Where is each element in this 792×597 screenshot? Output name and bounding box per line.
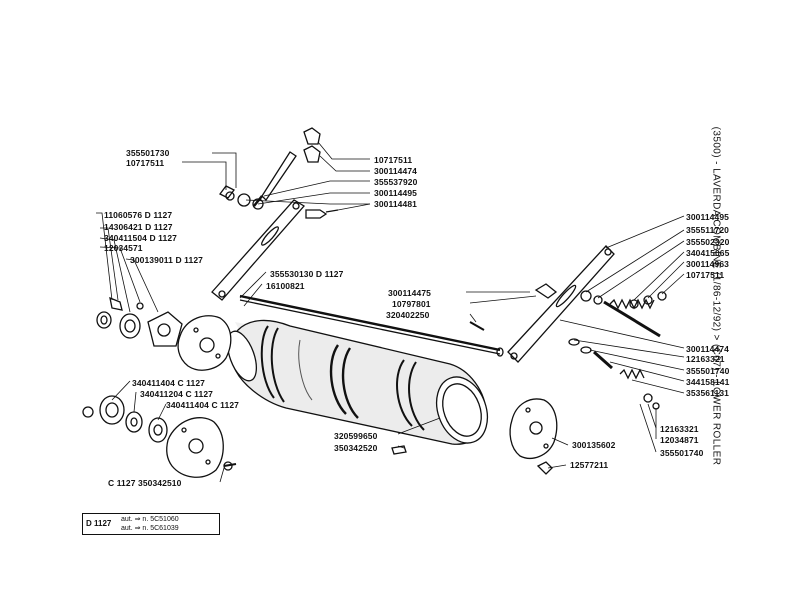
bearing-parts-lower xyxy=(82,395,168,443)
label-355511720[interactable]: 355511720 xyxy=(686,225,729,235)
label-12577211[interactable]: 12577211 xyxy=(570,460,609,470)
right-support-arm xyxy=(507,245,615,363)
label-320599650[interactable]: 320599650 xyxy=(334,431,378,441)
label-355501740-a[interactable]: 355501740 xyxy=(686,366,730,376)
label-320402250[interactable]: 320402250 xyxy=(386,310,430,320)
label-12163321-b[interactable]: 12163321 xyxy=(660,424,699,434)
label-350342520[interactable]: 350342520 xyxy=(334,443,378,453)
page-title: (3500) - LAVERDA COMBINE (1/86-12/92) > … xyxy=(710,126,722,466)
label-10717511-right[interactable]: 10717511 xyxy=(686,270,725,280)
label-300114474-right[interactable]: 300114474 xyxy=(686,344,729,354)
serial-legend: D 1127 aut. ⇒ n. 5C51060 aut. ⇒ n. 5C610… xyxy=(82,513,220,535)
label-300114495-top[interactable]: 300114495 xyxy=(374,188,417,198)
label-10797801[interactable]: 10797801 xyxy=(392,299,431,309)
label-12163321-a[interactable]: 12163321 xyxy=(686,354,725,364)
legend-row-2: aut. ⇒ n. 5C61039 xyxy=(121,525,179,532)
label-300135602[interactable]: 300135602 xyxy=(572,440,616,450)
leader-lines xyxy=(96,141,685,483)
legend-row-1: aut. ⇒ n. 5C51060 xyxy=(121,516,179,523)
top-bolts xyxy=(303,127,339,219)
label-14306421[interactable]: 14306421 D 1127 xyxy=(104,222,173,232)
label-353561131[interactable]: 353561131 xyxy=(686,388,729,398)
label-300139011[interactable]: 300139011 D 1127 xyxy=(130,255,203,265)
shaft xyxy=(239,294,504,357)
label-12034871[interactable]: 12034871 xyxy=(660,435,699,445)
label-340411404-b[interactable]: 340411404 C 1127 xyxy=(166,400,239,410)
label-300114474-top[interactable]: 300114474 xyxy=(374,166,417,176)
label-355501740-b[interactable]: 355501740 xyxy=(660,448,704,458)
label-344158141[interactable]: 344158141 xyxy=(686,377,730,387)
left-flange xyxy=(177,315,232,371)
label-340411504[interactable]: 340411504 D 1127 xyxy=(104,233,177,243)
lower-left-flange xyxy=(166,417,237,478)
roller-tube xyxy=(226,319,489,445)
label-300114475[interactable]: 300114475 xyxy=(388,288,431,298)
right-flange xyxy=(509,398,558,475)
label-16100821[interactable]: 16100821 xyxy=(266,281,305,291)
label-12034571[interactable]: 12034571 xyxy=(104,243,143,253)
bearing-parts-left xyxy=(96,296,183,347)
label-350342510[interactable]: C 1127 350342510 xyxy=(108,478,182,488)
legend-code: D 1127 xyxy=(86,519,112,528)
left-support-arm xyxy=(211,199,306,301)
label-300114963[interactable]: 300114963 xyxy=(686,259,729,269)
label-355501730[interactable]: 355501730 xyxy=(126,148,170,158)
label-355502320[interactable]: 355502320 xyxy=(686,237,730,247)
label-300114495-right[interactable]: 300114495 xyxy=(686,212,729,222)
label-11060576[interactable]: 11060576 D 1127 xyxy=(104,210,173,220)
label-10717511-left[interactable]: 10717511 xyxy=(126,158,165,168)
label-10717511-top[interactable]: 10717511 xyxy=(374,155,413,165)
label-355530130[interactable]: 355530130 D 1127 xyxy=(270,269,344,279)
label-340415065[interactable]: 340415065 xyxy=(686,248,730,258)
label-355537920[interactable]: 355537920 xyxy=(374,177,418,187)
label-300114481[interactable]: 300114481 xyxy=(374,199,417,209)
label-340411404[interactable]: 340411404 C 1127 xyxy=(132,378,205,388)
label-340411204[interactable]: 340411204 C 1127 xyxy=(140,389,213,399)
